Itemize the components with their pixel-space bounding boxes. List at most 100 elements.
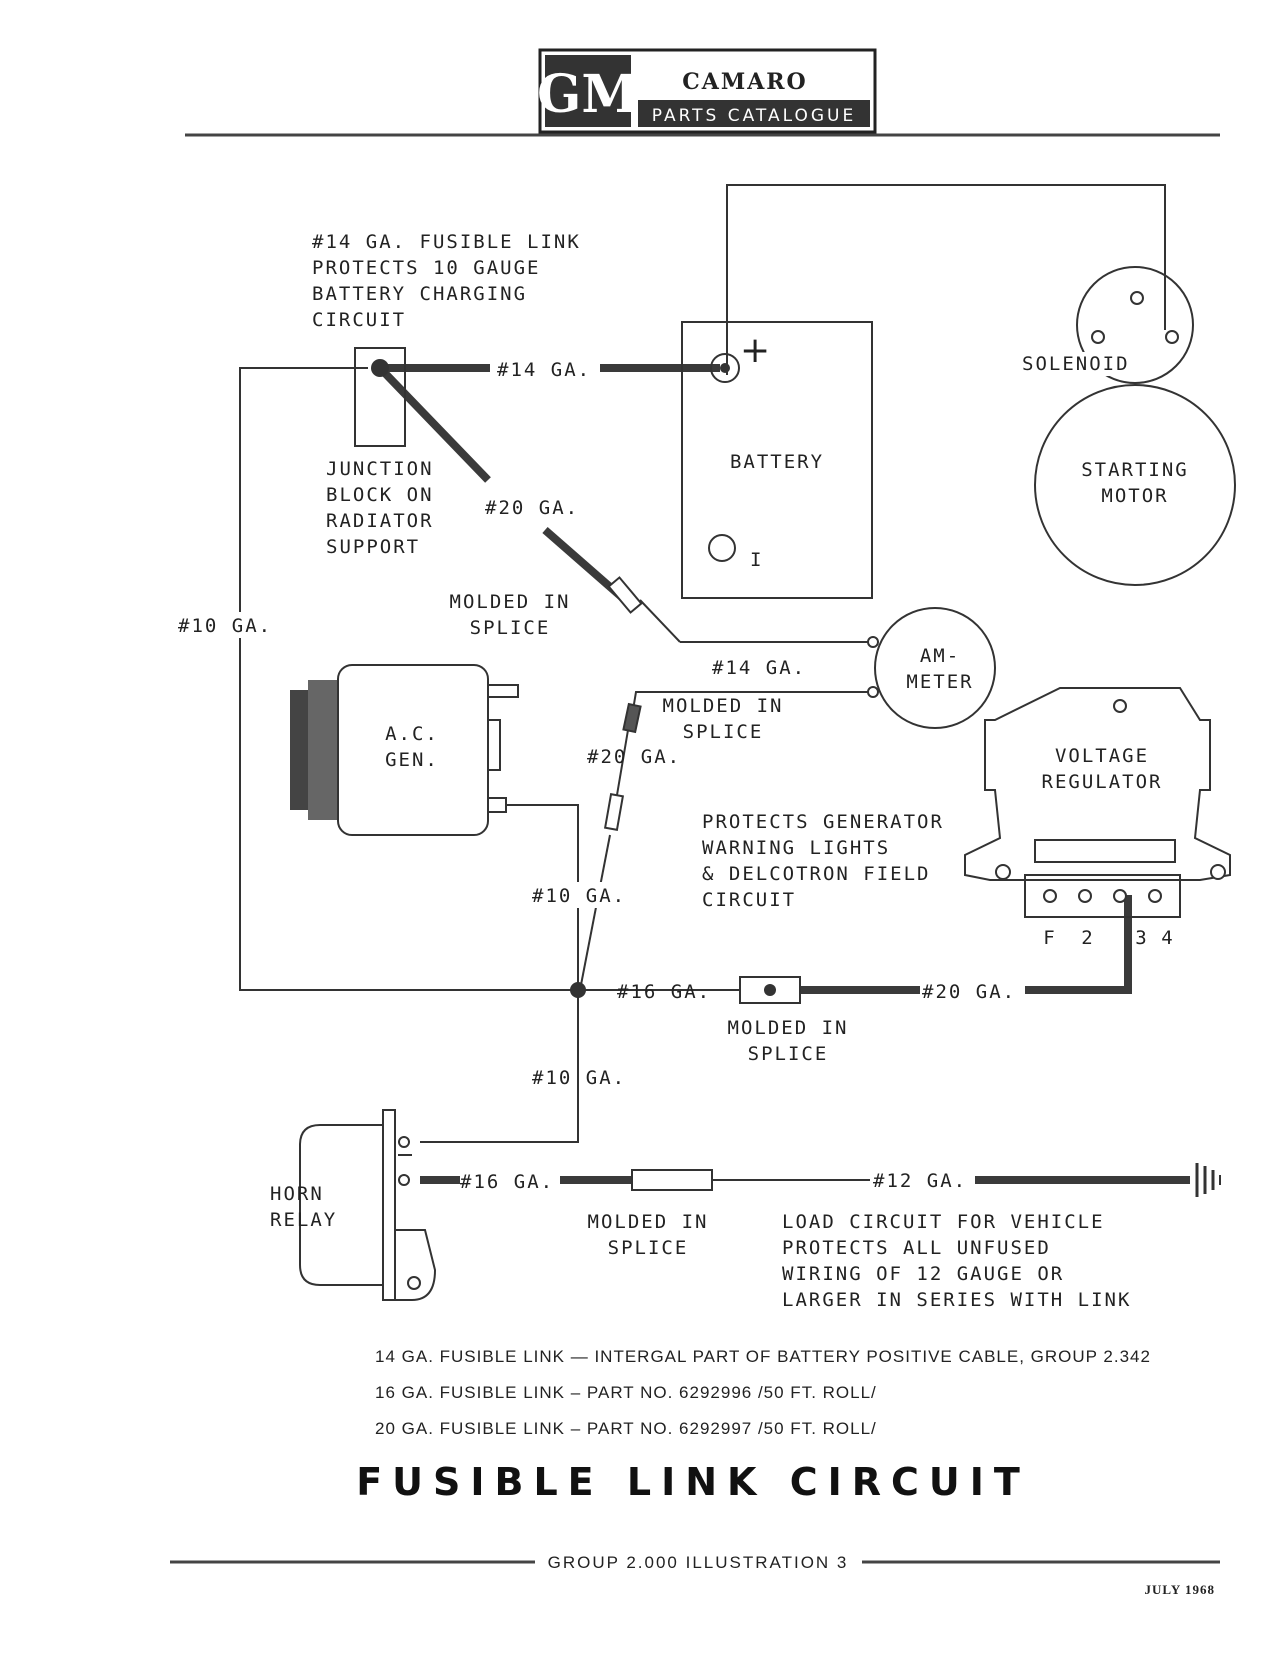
generator-note-line-3: & DELCOTRON FIELD [702,863,930,885]
gauge-10-left: #10 GA. [178,615,272,637]
regulator-terminal-4 [1148,889,1162,903]
generator-note-line-2: WARNING LIGHTS [702,837,890,859]
legend-line-20ga: 20 GA. FUSIBLE LINK – PART NO. 6292997 /… [375,1419,877,1438]
splice-regulator-dot [764,984,776,996]
gauge-20-mid: #20 GA. [587,746,681,768]
gauge-10-mid: #10 GA. [532,885,626,907]
generator-pulley [290,690,310,810]
terminal-label-f: F [1043,927,1056,949]
generator-fan [308,680,338,820]
horn-relay: HORN RELAY [270,1109,437,1301]
battery-label: BATTERY [730,451,824,473]
junction-label-3: RADIATOR [326,510,434,532]
splice-horn-label-1: MOLDED IN [588,1211,709,1233]
regulator-mount-hole-top [1113,699,1127,713]
splice-horn [631,1169,713,1191]
generator-label-1: A.C. [385,723,439,745]
generator-terminal-top [487,684,519,698]
fusible-note-line-1: #14 GA. FUSIBLE LINK [312,231,581,253]
starting-motor-label-2: MOTOR [1101,485,1168,507]
horn-relay-label-1: HORN [270,1183,324,1205]
solenoid-terminal-left [1091,330,1105,344]
splice-upper-label-2: SPLICE [470,617,551,639]
lower-chain-wire [579,834,611,991]
solenoid-terminal-right [1165,330,1179,344]
regulator-mount-hole-left [995,864,1011,880]
gauge-labels: #14 GA. #20 GA. #10 GA. #14 GA. #20 GA. … [175,355,1024,1193]
thin-wires [239,184,1166,1181]
horn-relay-mount-tab [394,1229,437,1301]
ammeter: AM- METER [867,607,996,729]
gauge-20-regulator: #20 GA. [922,981,1016,1003]
left-10ga-wire [239,367,578,991]
battery-negative-sign: I [750,549,763,571]
splice-label-upper: MOLDED IN SPLICE [450,591,571,639]
starter-assembly: SOLENOID STARTING MOTOR [1020,266,1236,586]
generator-side-tab [487,719,501,771]
legend: 14 GA. FUSIBLE LINK — INTERGAL PART OF B… [375,1347,1151,1438]
starting-motor-label-1: STARTING [1081,459,1189,481]
diagram-title: FUSIBLE LINK CIRCUIT [356,1460,1030,1504]
gauge-14-ammeter: #14 GA. [712,657,806,679]
load-note-line-3: WIRING OF 12 GAUGE OR [782,1263,1064,1285]
header-brand: CAMARO [682,69,807,95]
junction-label-1: JUNCTION [326,458,434,480]
battery-positive-terminal [710,353,740,383]
horn-relay-label-2: RELAY [270,1209,337,1231]
gauge-20-junction: #20 GA. [485,497,579,519]
junction-block: JUNCTION BLOCK ON RADIATOR SUPPORT [326,347,434,558]
ammeter-terminal-top [867,636,879,648]
voltage-regulator: VOLTAGE REGULATOR F 2 3 4 [964,687,1231,949]
splice-upper-label-1: MOLDED IN [450,591,571,613]
splice-regulator-label-2: SPLICE [748,1043,829,1065]
gauge-16-horn: #16 GA. [460,1171,554,1193]
junction-label-2: BLOCK ON [326,484,434,506]
gauge-14-battery: #14 GA. [497,359,591,381]
fusible-note-line-4: CIRCUIT [312,309,406,331]
solenoid-label-bg [1020,352,1130,376]
annotation-load: LOAD CIRCUIT FOR VEHICLE PROTECTS ALL UN… [782,1211,1131,1311]
regulator-mount-hole-right [1210,864,1226,880]
terminal-label-3: 3 [1135,927,1148,949]
load-note-line-4: LARGER IN SERIES WITH LINK [782,1289,1131,1311]
load-note-line-1: LOAD CIRCUIT FOR VEHICLE [782,1211,1105,1233]
ground-icon [1195,1163,1221,1197]
solenoid-terminal-top [1130,291,1144,305]
gauge-16-node: #16 GA. [617,981,711,1003]
splice-mid [603,793,625,831]
link-20ga-regulator-b [1025,895,1132,994]
splice-label-ammeter: MOLDED IN SPLICE [663,695,782,743]
junction-node [570,982,586,998]
battery-solenoid-wire [726,184,1166,375]
starting-motor-body [1034,384,1236,586]
regulator-label-2: REGULATOR [1042,771,1163,793]
gauge-10-lower: #10 GA. [532,1067,626,1089]
regulator-terminal-f [1043,889,1057,903]
battery: + BATTERY I [681,321,873,599]
horn-relay-terminal-lower [398,1174,410,1186]
regulator-body [964,687,1231,881]
regulator-terminal-block [1024,874,1181,918]
annotation-fusible-link: #14 GA. FUSIBLE LINK PROTECTS 10 GAUGE B… [312,231,581,331]
ammeter-lower-wire [632,691,870,711]
horn-relay-bracket [382,1109,396,1301]
splice-ammeter-label-2: SPLICE [683,721,764,743]
generator-note-line-1: PROTECTS GENERATOR [702,811,944,833]
header-subtitle-bar [638,100,870,127]
ammeter-label-1: AM- [920,645,960,667]
splice-horn-label-2: SPLICE [608,1237,689,1259]
battery-plus-sign: + [740,330,770,371]
footer-group: GROUP 2.000 ILLUSTRATION 3 [548,1553,849,1572]
fusible-note-line-2: PROTECTS 10 GAUGE [312,257,540,279]
mid-chain-wire [616,729,629,796]
legend-line-14ga: 14 GA. FUSIBLE LINK — INTERGAL PART OF B… [375,1347,1151,1366]
splice-upper [607,576,643,614]
splices [570,576,801,1191]
horn-relay-mount-hole [407,1276,421,1290]
generator-label-2: GEN. [385,749,439,771]
regulator-terminal-3 [1113,889,1127,903]
link-20ga-upper [377,365,491,483]
splice-label-horn: MOLDED IN SPLICE [588,1211,709,1259]
header-subtitle: PARTS CATALOGUE [652,106,856,126]
